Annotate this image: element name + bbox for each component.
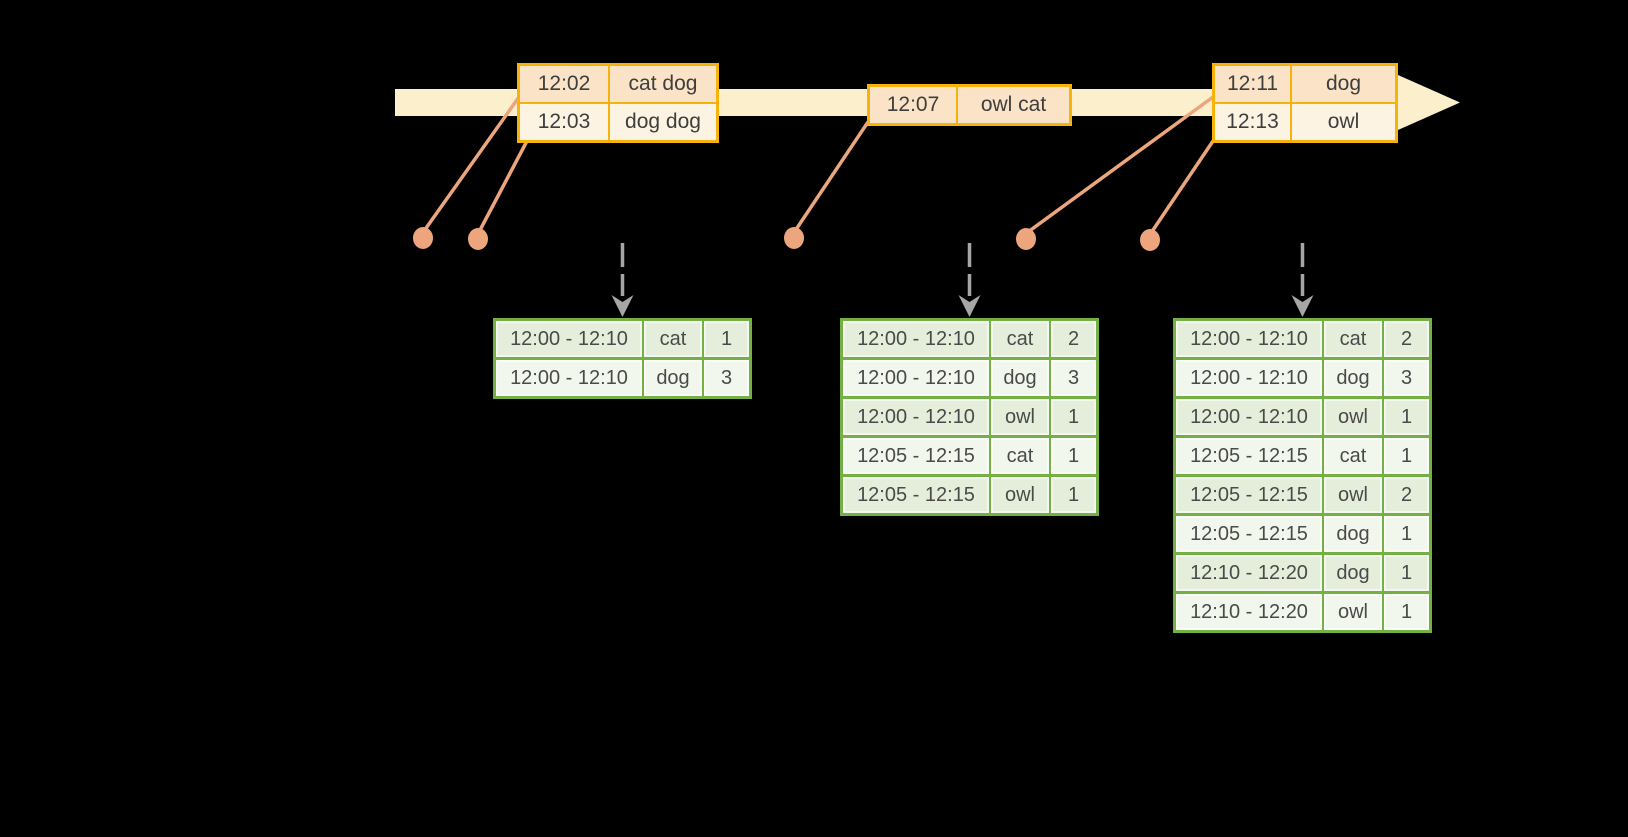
window-cell: 12:00 - 12:10	[843, 321, 989, 357]
window-cell: 12:00 - 12:10	[1176, 321, 1322, 357]
word-cell: owl	[991, 399, 1049, 435]
connector-lines	[422, 95, 1215, 235]
event-table: 12:02 cat dog 12:03 dog dog	[517, 63, 719, 143]
window-cell: 12:00 - 12:10	[1176, 399, 1322, 435]
connector-line	[1149, 139, 1215, 235]
word-cell: dog	[991, 360, 1049, 396]
result-table: 12:00 - 12:10 cat 2 12:00 - 12:10 dog 3 …	[840, 318, 1099, 516]
count-cell: 2	[1384, 321, 1429, 357]
window-cell: 12:10 - 12:20	[1176, 555, 1322, 591]
window-cell: 12:10 - 12:20	[1176, 594, 1322, 630]
word-cell: dog	[644, 360, 702, 396]
count-cell: 1	[1384, 555, 1429, 591]
event-dots	[413, 227, 1160, 251]
event-dot	[784, 227, 804, 249]
window-cell: 12:05 - 12:15	[1176, 477, 1322, 513]
trigger-arrowhead-icon	[1291, 295, 1314, 317]
window-cell: 12:05 - 12:15	[1176, 516, 1322, 552]
window-cell: 12:00 - 12:10	[843, 399, 989, 435]
connector-line	[793, 120, 870, 233]
window-cell: 12:00 - 12:10	[1176, 360, 1322, 396]
event-time-cell: 12:03	[520, 104, 608, 140]
event-words-cell: dog dog	[610, 104, 716, 140]
count-cell: 1	[1051, 438, 1096, 474]
event-time-cell: 12:11	[1215, 66, 1290, 102]
event-words-cell: dog	[1292, 66, 1395, 102]
word-cell: dog	[1324, 360, 1382, 396]
event-dot	[468, 228, 488, 250]
window-cell: 12:05 - 12:15	[1176, 438, 1322, 474]
word-cell: cat	[991, 438, 1049, 474]
window-cell: 12:05 - 12:15	[843, 477, 989, 513]
word-cell: cat	[644, 321, 702, 357]
connector-line	[1026, 95, 1215, 234]
count-cell: 1	[704, 321, 749, 357]
word-cell: dog	[1324, 555, 1382, 591]
event-words-cell: cat dog	[610, 66, 716, 102]
count-cell: 3	[1051, 360, 1096, 396]
trigger-arrowhead-icon	[958, 295, 981, 317]
count-cell: 3	[704, 360, 749, 396]
count-cell: 1	[1384, 516, 1429, 552]
window-cell: 12:00 - 12:10	[843, 360, 989, 396]
count-cell: 1	[1051, 477, 1096, 513]
connector-line	[477, 139, 529, 234]
count-cell: 3	[1384, 360, 1429, 396]
event-dot	[413, 227, 433, 249]
word-cell: cat	[991, 321, 1049, 357]
count-cell: 2	[1384, 477, 1429, 513]
event-table: 12:11 dog 12:13 owl	[1212, 63, 1398, 143]
window-cell: 12:05 - 12:15	[843, 438, 989, 474]
event-words-cell: owl	[1292, 104, 1395, 140]
count-cell: 1	[1384, 594, 1429, 630]
window-cell: 12:00 - 12:10	[496, 321, 642, 357]
count-cell: 1	[1384, 399, 1429, 435]
event-time-cell: 12:02	[520, 66, 608, 102]
trigger-arrowhead-icon	[611, 295, 634, 317]
trigger-arrows	[611, 243, 1314, 317]
event-dot	[1016, 228, 1036, 250]
count-cell: 1	[1384, 438, 1429, 474]
event-dot	[1140, 229, 1160, 251]
timeline-arrowhead-icon	[1398, 75, 1460, 130]
word-cell: owl	[1324, 399, 1382, 435]
word-cell: owl	[1324, 477, 1382, 513]
event-table: 12:07 owl cat	[867, 84, 1072, 126]
word-cell: owl	[1324, 594, 1382, 630]
word-cell: cat	[1324, 321, 1382, 357]
result-table: 12:00 - 12:10 cat 1 12:00 - 12:10 dog 3	[493, 318, 752, 399]
count-cell: 2	[1051, 321, 1096, 357]
event-time-cell: 12:13	[1215, 104, 1290, 140]
word-cell: dog	[1324, 516, 1382, 552]
event-time-cell: 12:07	[870, 87, 956, 123]
word-cell: owl	[991, 477, 1049, 513]
event-words-cell: owl cat	[958, 87, 1069, 123]
result-table: 12:00 - 12:10 cat 2 12:00 - 12:10 dog 3 …	[1173, 318, 1432, 633]
connector-line	[422, 95, 521, 233]
word-cell: cat	[1324, 438, 1382, 474]
window-cell: 12:00 - 12:10	[496, 360, 642, 396]
count-cell: 1	[1051, 399, 1096, 435]
